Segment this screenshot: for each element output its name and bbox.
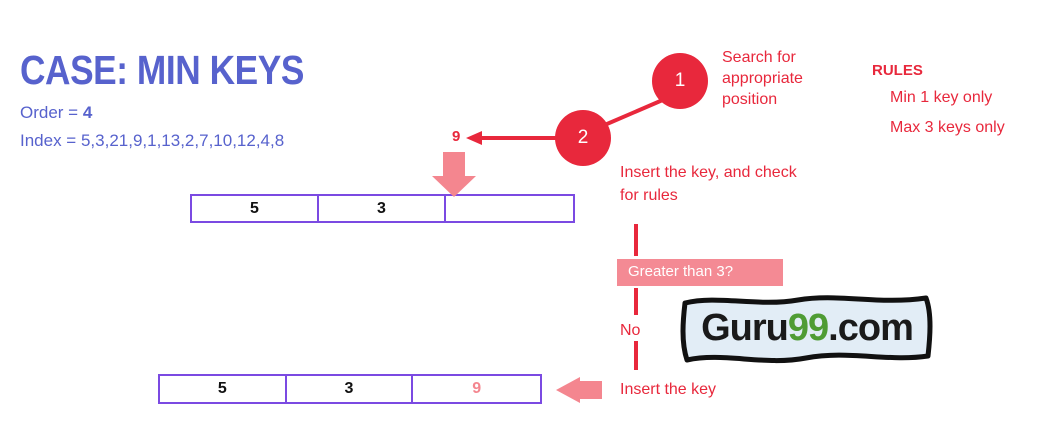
table-cell: [446, 196, 573, 221]
node-table-after: 5 3 9: [158, 374, 542, 404]
decision-answer-label: No: [620, 322, 641, 339]
insert-down-arrow: [432, 152, 476, 197]
decision-condition-text: Greater than 3?: [628, 263, 734, 280]
index-line: Index = 5,3,21,9,1,13,2,7,10,12,4,8: [20, 131, 285, 150]
key-pointer-arrowhead: [466, 131, 482, 145]
step-circle-1[interactable]: 1: [652, 53, 708, 109]
logo-text-guru: Guru: [701, 306, 789, 349]
table-cell: 3: [319, 196, 446, 221]
order-value: 4: [82, 103, 93, 122]
node-table-before: 5 3: [190, 194, 575, 223]
table-cell: 5: [192, 196, 319, 221]
logo-border-shape: [680, 295, 933, 364]
annotation-insert-and-check: Insert the key, and check for rules: [620, 164, 797, 204]
decision-condition-band: Greater than 3?: [617, 259, 783, 286]
circle-connector-line: [599, 97, 666, 129]
rule-item-max: Max 3 keys only: [890, 119, 1005, 136]
rule-item-min: Min 1 key only: [890, 89, 993, 106]
rules-heading: RULES: [872, 62, 923, 79]
key-value-label: 9: [452, 128, 461, 145]
table-cell: 3: [287, 376, 414, 402]
table-cell-inserted: 9: [472, 380, 482, 397]
annotation-search-position: Search for appropriate position: [722, 49, 803, 108]
annotation-insert-the-key: Insert the key: [620, 381, 717, 398]
logo-text-99: 99: [787, 306, 829, 349]
final-left-arrow: [556, 377, 602, 403]
step-circle-2[interactable]: 2: [555, 110, 611, 166]
logo-text-com: .com: [828, 306, 914, 349]
order-label: Order =: [20, 103, 83, 122]
order-line: Order = 4: [20, 103, 92, 123]
table-cell: 5: [160, 376, 287, 402]
page-title: CASE: MIN KEYS: [20, 47, 304, 93]
